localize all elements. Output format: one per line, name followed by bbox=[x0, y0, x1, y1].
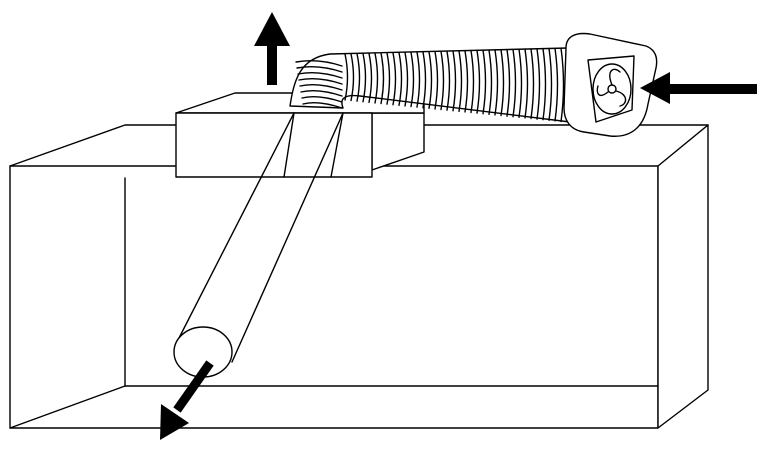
hose-rib bbox=[300, 89, 343, 97]
box-enclosure bbox=[9, 124, 709, 429]
hose-rib bbox=[380, 52, 385, 105]
hose-rib bbox=[524, 48, 529, 119]
hose-rib bbox=[500, 49, 505, 117]
hose-rib bbox=[548, 47, 553, 122]
hose-rib bbox=[344, 53, 349, 101]
outflow-arrow-down bbox=[160, 360, 214, 440]
hose-rib bbox=[536, 48, 541, 120]
hose-rib bbox=[506, 48, 511, 117]
hose-rib bbox=[512, 48, 517, 118]
hose-rib bbox=[404, 51, 409, 107]
hose-rib bbox=[452, 50, 457, 112]
hose-rib bbox=[299, 83, 343, 91]
hose-rib bbox=[356, 52, 361, 102]
hose-rib bbox=[398, 51, 403, 107]
hose-rib bbox=[440, 50, 445, 111]
hose-rib bbox=[476, 49, 481, 114]
hose-rib bbox=[554, 47, 559, 122]
hose-rib bbox=[422, 51, 427, 109]
hose-rib bbox=[302, 101, 343, 109]
hose-rib bbox=[494, 49, 499, 116]
hose-rib bbox=[458, 50, 463, 113]
hose-rib bbox=[518, 48, 523, 119]
hose-rib bbox=[464, 50, 469, 113]
fan-unit bbox=[563, 32, 658, 137]
hose-rib bbox=[386, 52, 391, 105]
hose-rib bbox=[368, 52, 373, 104]
hose-rib bbox=[560, 47, 565, 123]
hose-rib bbox=[428, 51, 433, 110]
hose-rib bbox=[295, 59, 343, 67]
rigid-duct bbox=[173, 112, 344, 378]
hose-rib bbox=[298, 77, 343, 85]
exhaust-arrow-up bbox=[254, 12, 290, 85]
airflow-arrow-in bbox=[640, 72, 757, 104]
hose-rib bbox=[482, 49, 487, 115]
hose-rib bbox=[296, 65, 343, 73]
hose-rib bbox=[374, 52, 379, 104]
hose-rib bbox=[297, 71, 343, 79]
hose-rib bbox=[542, 47, 547, 121]
hose-rib bbox=[446, 50, 451, 111]
hose-rib bbox=[392, 51, 397, 106]
hose-rib bbox=[530, 48, 535, 120]
hose-rib bbox=[362, 52, 367, 103]
hose-rib bbox=[301, 95, 343, 103]
hose-rib bbox=[350, 53, 355, 102]
hose-rib bbox=[434, 50, 439, 110]
hose-rib bbox=[410, 51, 415, 108]
hose-rib bbox=[470, 49, 475, 114]
hose-rib bbox=[416, 51, 421, 108]
hose-rib bbox=[488, 49, 493, 116]
fan-icon bbox=[592, 63, 632, 115]
